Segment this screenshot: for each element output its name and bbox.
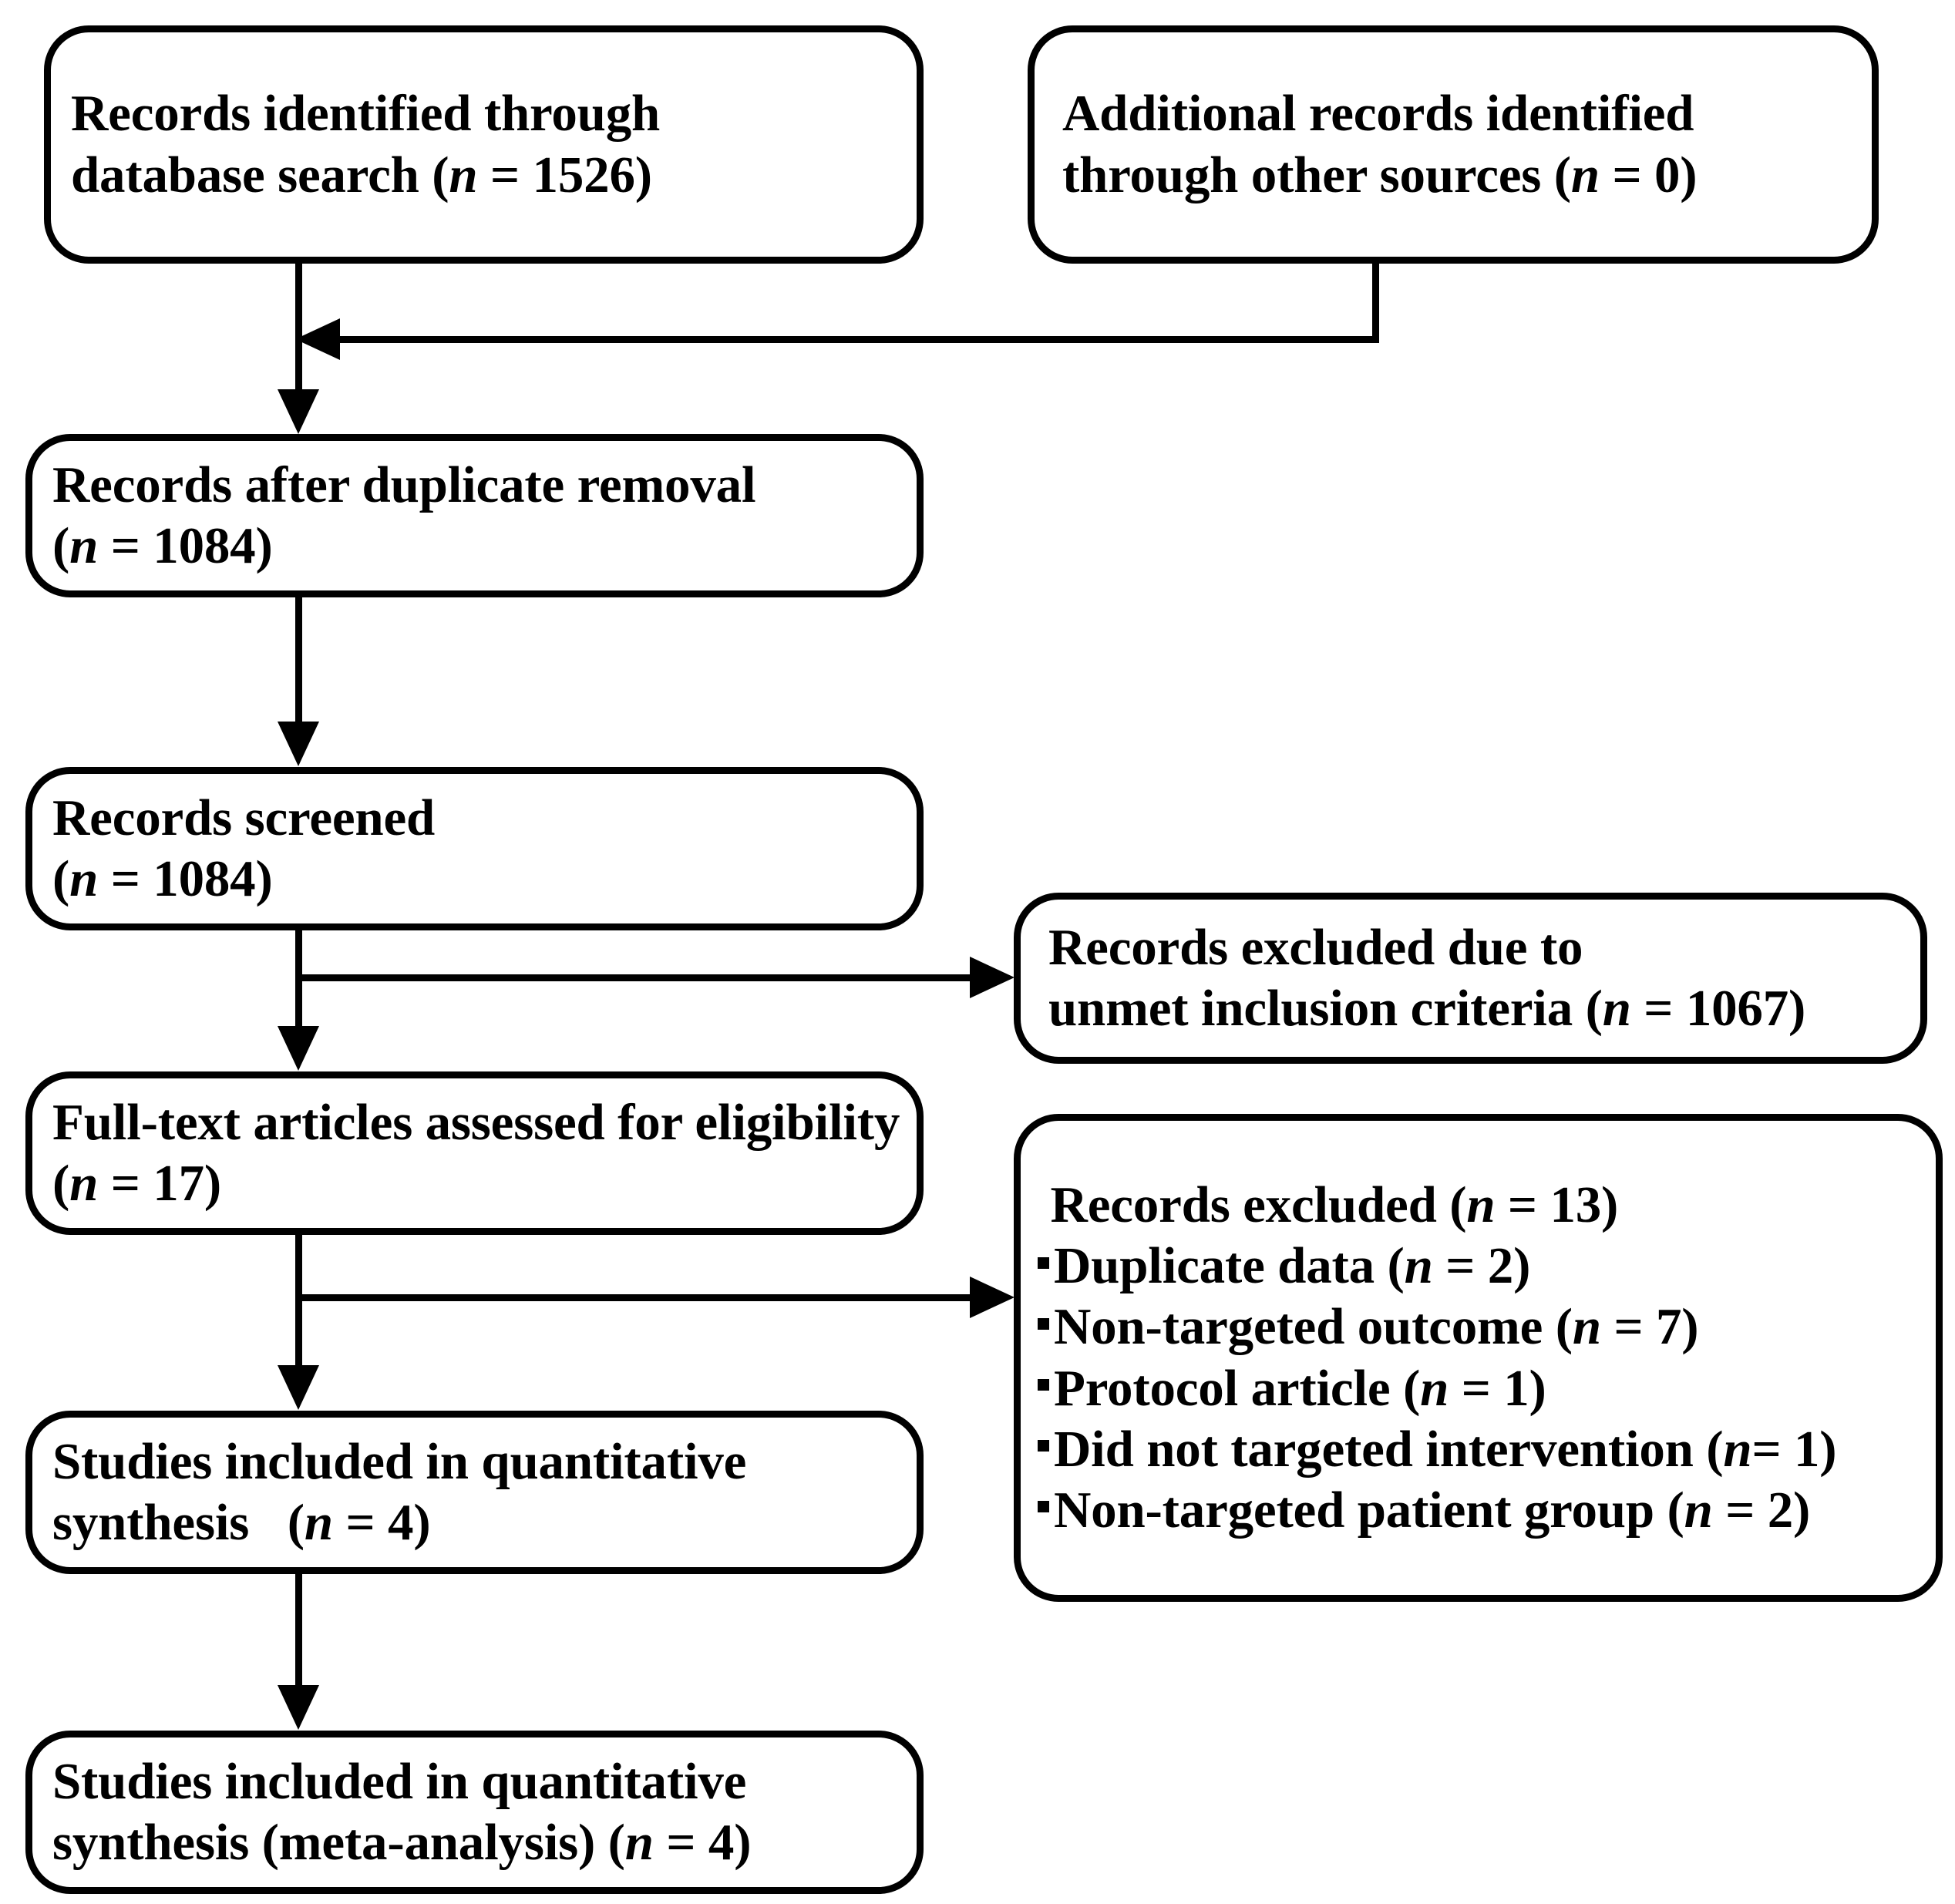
square-bullet-icon [1038, 1317, 1049, 1330]
additional-records-line2: through other sources (n = 0) [1062, 146, 1698, 204]
box-studies-included-meta-analysis: Studies included in quantitative synthes… [25, 1731, 924, 1894]
square-bullet-icon [1038, 1378, 1049, 1391]
arrow-screened-to-excluded-criteria [970, 957, 1015, 998]
connector-screened-to-excluded-criteria [295, 974, 971, 981]
excluded-criteria-line1: Records excluded due to [1048, 918, 1583, 976]
excluded-criteria-line2: unmet inclusion criteria (n = 1067) [1048, 980, 1806, 1037]
connector-other-sources-vertical [1372, 264, 1379, 343]
box-studies-included-quantitative-synthesis: Studies included in quantitative synthes… [25, 1411, 924, 1574]
arrow-after-duplicates-to-screened [278, 722, 319, 766]
connector-included-quant-to-meta-stem [295, 1574, 302, 1686]
connector-after-duplicates-to-screened-stem [295, 597, 302, 722]
square-bullet-icon [1038, 1439, 1049, 1452]
excluded-reasons-heading: Records excluded (n = 13) [1038, 1176, 1619, 1234]
box-records-after-duplicate-removal: Records after duplicate removal (n = 108… [25, 434, 924, 597]
arrow-fulltext-to-excluded-reasons [970, 1277, 1015, 1318]
excluded-reason-item: Protocol article (n = 1) [1038, 1358, 1919, 1419]
arrow-included-quant-to-meta [278, 1685, 319, 1730]
box-records-excluded-unmet-criteria: Records excluded due to unmet inclusion … [1014, 893, 1927, 1064]
records-identified-database-line2: database search (n = 1526) [71, 146, 652, 204]
connector-fulltext-to-excluded-reasons [295, 1294, 971, 1301]
excluded-reason-item: Duplicate data (n = 2) [1038, 1236, 1919, 1297]
after-duplicates-line2: (n = 1084) [52, 517, 273, 574]
included-meta-line1: Studies included in quantitative [52, 1752, 747, 1810]
box-records-identified-database: Records identified through database sear… [44, 25, 924, 264]
arrow-other-sources-merge [295, 318, 340, 360]
box-records-excluded-with-reasons: Records excluded (n = 13) Duplicate data… [1014, 1114, 1943, 1602]
included-quant-line1: Studies included in quantitative [52, 1432, 747, 1490]
arrow-identified-to-after-duplicates [278, 389, 319, 434]
excluded-reason-item: Did not targeted intervention (n= 1) [1038, 1419, 1919, 1480]
records-identified-database-line1: Records identified through [71, 85, 661, 143]
arrow-fulltext-to-included-quant [278, 1365, 319, 1410]
box-additional-records-other-sources: Additional records identified through ot… [1028, 25, 1879, 264]
connector-other-sources-horizontal [338, 336, 1379, 343]
arrow-screened-to-fulltext [278, 1026, 319, 1071]
included-quant-line2: synthesis (n = 4) [52, 1494, 431, 1551]
square-bullet-icon [1038, 1256, 1049, 1269]
square-bullet-icon [1038, 1500, 1049, 1512]
additional-records-line1: Additional records identified [1062, 85, 1694, 143]
records-screened-line1: Records screened [52, 789, 436, 846]
box-full-text-articles-assessed: Full-text articles assessed for eligibil… [25, 1071, 924, 1235]
fulltext-line2: (n = 17) [52, 1155, 221, 1212]
included-meta-line2: synthesis (meta-analysis) (n = 4) [52, 1814, 752, 1871]
fulltext-line1: Full-text articles assessed for eligibil… [52, 1093, 900, 1151]
excluded-reason-item: Non-targeted outcome (n = 7) [1038, 1297, 1919, 1357]
excluded-reason-item: Non-targeted patient group (n = 2) [1038, 1480, 1919, 1541]
records-screened-line2: (n = 1084) [52, 850, 273, 907]
box-records-screened: Records screened (n = 1084) [25, 767, 924, 930]
after-duplicates-line1: Records after duplicate removal [52, 456, 756, 513]
